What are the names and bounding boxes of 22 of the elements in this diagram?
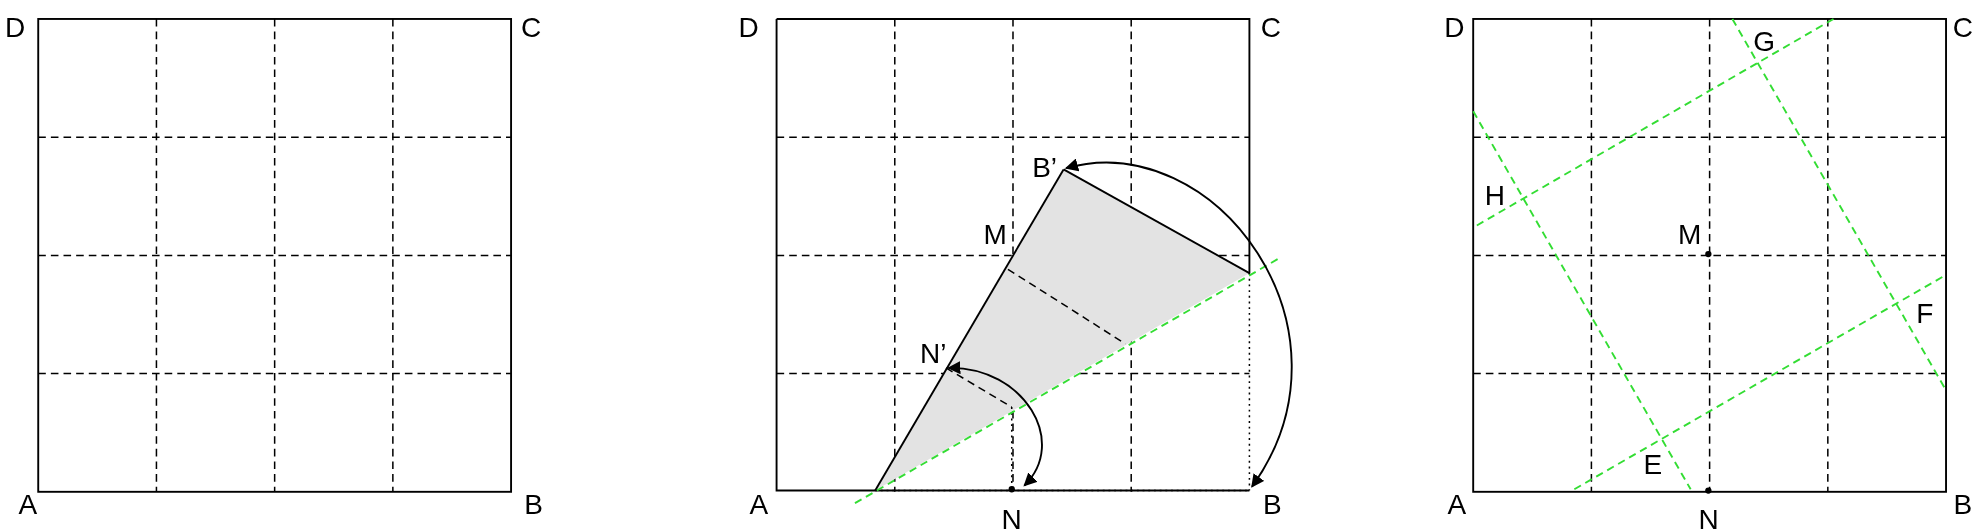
point-label: E xyxy=(1643,451,1663,480)
point-label: M xyxy=(983,221,1007,250)
point-label: B xyxy=(524,490,544,519)
point-label: A xyxy=(749,490,769,519)
point-label: C xyxy=(1260,13,1282,42)
point-label: B xyxy=(1262,490,1282,519)
point-label: N’ xyxy=(920,340,947,369)
point-label: D xyxy=(5,13,26,42)
point-label: D xyxy=(1444,13,1465,42)
point-label: C xyxy=(521,13,542,42)
point-label: M xyxy=(1677,221,1702,250)
point-label: G xyxy=(1753,27,1776,56)
point-label: B xyxy=(1953,490,1973,519)
point-label: D xyxy=(738,13,759,42)
point-label: A xyxy=(1447,490,1467,519)
point-label: N xyxy=(1001,505,1022,531)
point-label: N xyxy=(1698,505,1719,531)
point-label: H xyxy=(1484,182,1505,210)
point-label: F xyxy=(1916,299,1934,328)
point-label: C xyxy=(1952,13,1973,42)
point-label: A xyxy=(18,490,38,519)
point-label: B’ xyxy=(1032,154,1058,183)
